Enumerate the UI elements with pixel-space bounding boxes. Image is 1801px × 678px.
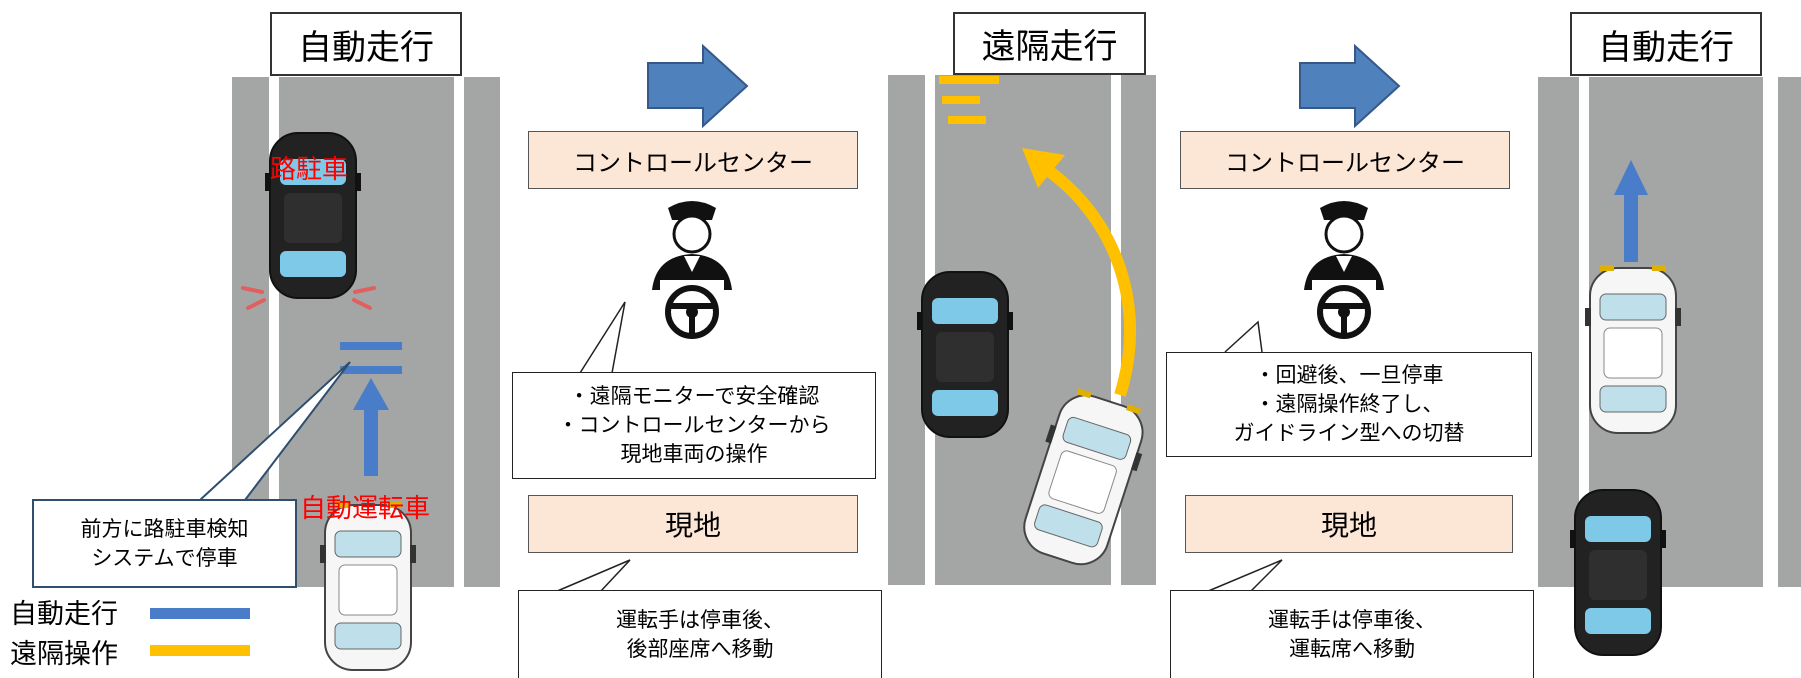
parked-car-label: 路駐車 [270,155,349,185]
site-box-1: 現地 [528,495,858,553]
control-center-note-1: ・遠隔モニターで安全確認 ・コントロールセンターから 現地車両の操作 [512,372,876,479]
callout-tail-site-1 [554,559,631,593]
operator-icon-2 [1304,201,1384,344]
lane-line [454,77,464,587]
lane-line [1111,75,1121,585]
forward-arrow-panel-3 [1614,160,1648,262]
callout-tail-1 [199,361,351,501]
forward-arrow-blue [353,378,389,476]
operator-icon-1 [652,201,732,344]
lane-line [1579,77,1589,587]
control-center-box-2: コントロールセンター [1180,131,1510,189]
phase-label-remote: 遠隔走行 [953,12,1146,75]
control-center-note-2: ・回避後、一旦停車 ・遠隔操作終了し、 ガイドライン型への切替 [1166,352,1532,457]
control-center-box-1: コントロールセンター [528,131,858,189]
site-note-1-line-1: 運転手は停車後、 [616,607,784,632]
detection-callout-line-1: 前方に路駐車検知 [80,516,249,541]
phase-label-auto-2: 自動走行 [1570,12,1762,76]
callout-tail-center-1 [579,301,626,374]
control-center-note-2-line-1: ・回避後、一旦停車 [1254,363,1444,387]
legend-label-auto: 自動走行 [10,599,118,630]
site-note-2-line-1: 運転手は停車後、 [1268,607,1436,632]
hazard-marks [241,286,376,310]
legend-label-remote: 遠隔操作 [10,639,118,670]
control-center-note-2-line-3: ガイドライン型への切替 [1233,421,1465,445]
control-center-note-1-line-3: 現地車両の操作 [620,442,768,466]
detection-callout: 前方に路駐車検知 システムで停車 [32,499,297,588]
right-arrow-1 [647,43,749,129]
site-note-1-line-2: 後部座席へ移動 [626,636,774,661]
parked-car-panel-3 [1569,489,1667,656]
legend-swatch-remote [150,645,250,656]
control-center-note-1-line-1: ・遠隔モニターで安全確認 [568,384,820,408]
autonomous-car-label: 自動運転車 [300,494,431,524]
remote-stop-line [939,76,999,124]
parked-car-panel-2 [916,271,1014,438]
autonomous-car [319,501,417,671]
control-center-note-1-line-2: ・コントロールセンターから [557,413,831,437]
avoidance-arrowhead [1022,148,1065,188]
detection-callout-line-2: システムで停車 [91,545,238,570]
site-note-2-line-2: 運転席へ移動 [1289,636,1415,661]
stop-line-blue [340,342,402,374]
site-note-2: 運転手は停車後、 運転席へ移動 [1170,590,1534,678]
legend-swatch-auto [150,608,250,619]
callout-tail-center-2 [1224,320,1263,353]
remote-car [1011,382,1157,575]
phase-label-auto-1: 自動走行 [270,12,462,76]
control-center-note-2-line-2: ・遠隔操作終了し、 [1254,392,1444,416]
right-arrow-2 [1299,43,1401,129]
avoidance-arrow [1036,159,1137,397]
callout-tail-site-2 [1205,559,1283,593]
lane-line [269,77,279,587]
site-note-1: 運転手は停車後、 後部座席へ移動 [518,590,882,678]
resumed-car [1584,264,1682,434]
road-panel-3-edge [1778,77,1801,587]
site-box-2: 現地 [1185,495,1513,553]
